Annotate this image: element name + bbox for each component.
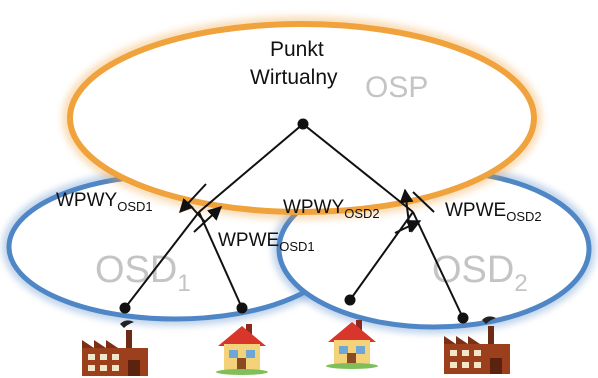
wpwe-osd1-label: WPWEOSD1	[218, 230, 315, 254]
hub-label-line2: Wirtualny	[250, 66, 338, 89]
edge-osd2-house	[349, 211, 414, 301]
wpwe-osd2-base: WPWE	[445, 200, 506, 221]
wpwy-osd1-arrow	[179, 183, 207, 214]
edge-osd1-factory	[124, 211, 200, 309]
osd1-label-base: OSD	[95, 249, 177, 291]
house-icon	[326, 320, 378, 369]
osp-region-label: OSP	[365, 71, 428, 104]
leaf-node-factory-2	[457, 312, 469, 324]
leaf-node-factory-1	[119, 302, 131, 314]
wpwe-osd1-sub: OSD1	[279, 239, 314, 254]
edge-hub-osd2	[302, 123, 414, 213]
osd2-label-sub: 2	[514, 270, 527, 297]
wpwy-osd2-base: WPWY	[283, 197, 345, 218]
leaf-node-house-2	[344, 294, 356, 306]
factory-icon	[82, 320, 148, 376]
wpwe-osd2-label: WPWEOSD2	[445, 200, 542, 224]
flow-markers	[179, 183, 435, 234]
wpwe-osd1-base: WPWE	[218, 230, 279, 251]
osp-region	[62, 16, 542, 220]
edge-osd1-house	[198, 211, 243, 309]
wpwy-osd1-sub: OSD1	[117, 199, 152, 214]
hub-node	[297, 118, 309, 130]
house-icon	[216, 324, 268, 375]
wpwy-osd1-label: WPWYOSD1	[56, 190, 153, 214]
cross-tick-osd2	[412, 191, 435, 213]
tree-nodes	[119, 118, 469, 324]
hub-label-line1: Punkt	[270, 38, 324, 61]
osd1-label-sub: 1	[177, 270, 190, 297]
wpwy-osd2-sub: OSD2	[344, 206, 379, 221]
osd1-region-label: OSD1	[95, 249, 191, 297]
factory-icon	[444, 316, 510, 374]
edge-osd2-factory	[412, 211, 464, 319]
edge-hub-osd1	[198, 123, 304, 213]
osd2-label-base: OSD	[432, 249, 514, 291]
wpwy-osd2-label: WPWYOSD2	[283, 197, 380, 221]
osd2-region-label: OSD2	[432, 249, 528, 297]
leaf-node-house-1	[236, 302, 248, 314]
tree-edges	[124, 123, 464, 319]
wpwe-osd2-sub: OSD2	[506, 209, 541, 224]
wpwe-osd2-arrow	[394, 220, 422, 234]
wpwy-osd1-base: WPWY	[56, 190, 118, 211]
wpwe-osd1-arrow	[193, 206, 223, 233]
